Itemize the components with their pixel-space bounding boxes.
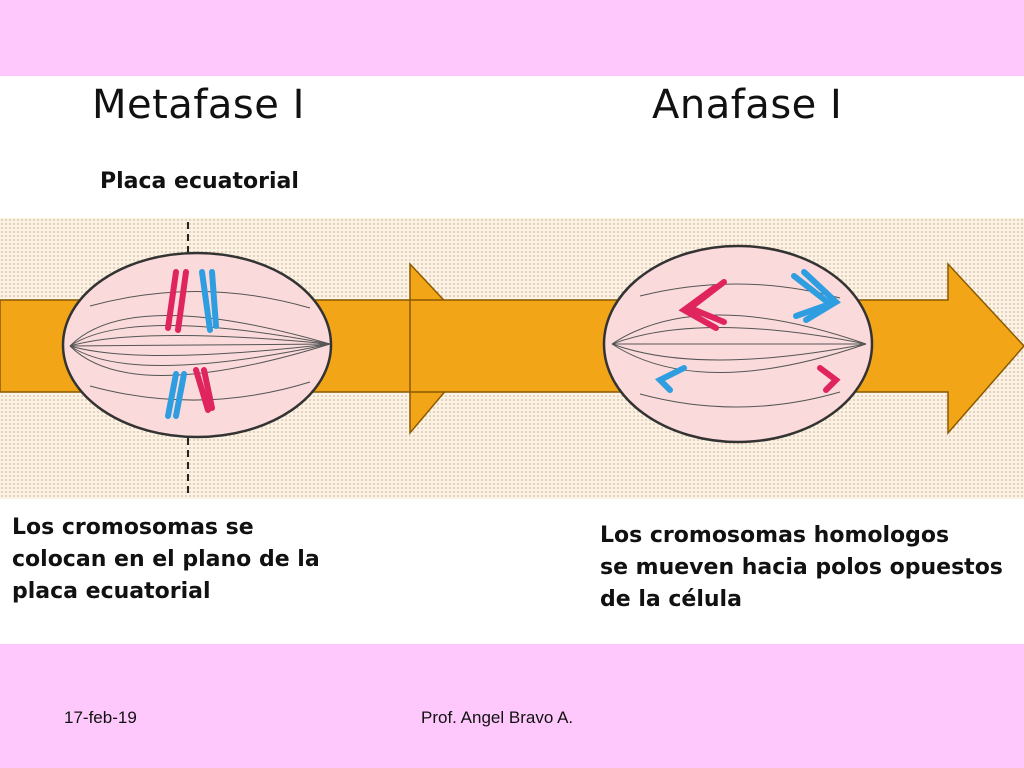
metafase-caption-line: placa ecuatorial: [12, 579, 211, 604]
anafase-title: Anafase I: [652, 82, 843, 128]
anafase-caption: Los cromosomas homologos se mueven hacia…: [600, 520, 1003, 616]
metafase-caption-line: Los cromosomas se: [12, 515, 254, 540]
metafase-title: Metafase I: [92, 82, 305, 128]
metafase-caption-line: colocan en el plano de la: [12, 547, 320, 572]
footer-author: Prof. Angel Bravo A.: [421, 708, 574, 727]
metaphase-cell: [61, 251, 333, 439]
slide-panel: Metafase I Anafase I Placa ecuatorial Lo…: [0, 76, 1024, 644]
footer-date: 17-feb-19: [64, 708, 137, 727]
equatorial-plate-label: Placa ecuatorial: [100, 169, 299, 194]
anafase-caption-line: se mueven hacia polos opuestos: [600, 555, 1003, 580]
anaphase-cell: [602, 244, 874, 444]
meiosis-diagram: [0, 222, 1024, 496]
anafase-caption-line: de la célula: [600, 587, 742, 612]
anafase-caption-line: Los cromosomas homologos: [600, 523, 950, 548]
metafase-caption: Los cromosomas se colocan en el plano de…: [12, 512, 320, 608]
